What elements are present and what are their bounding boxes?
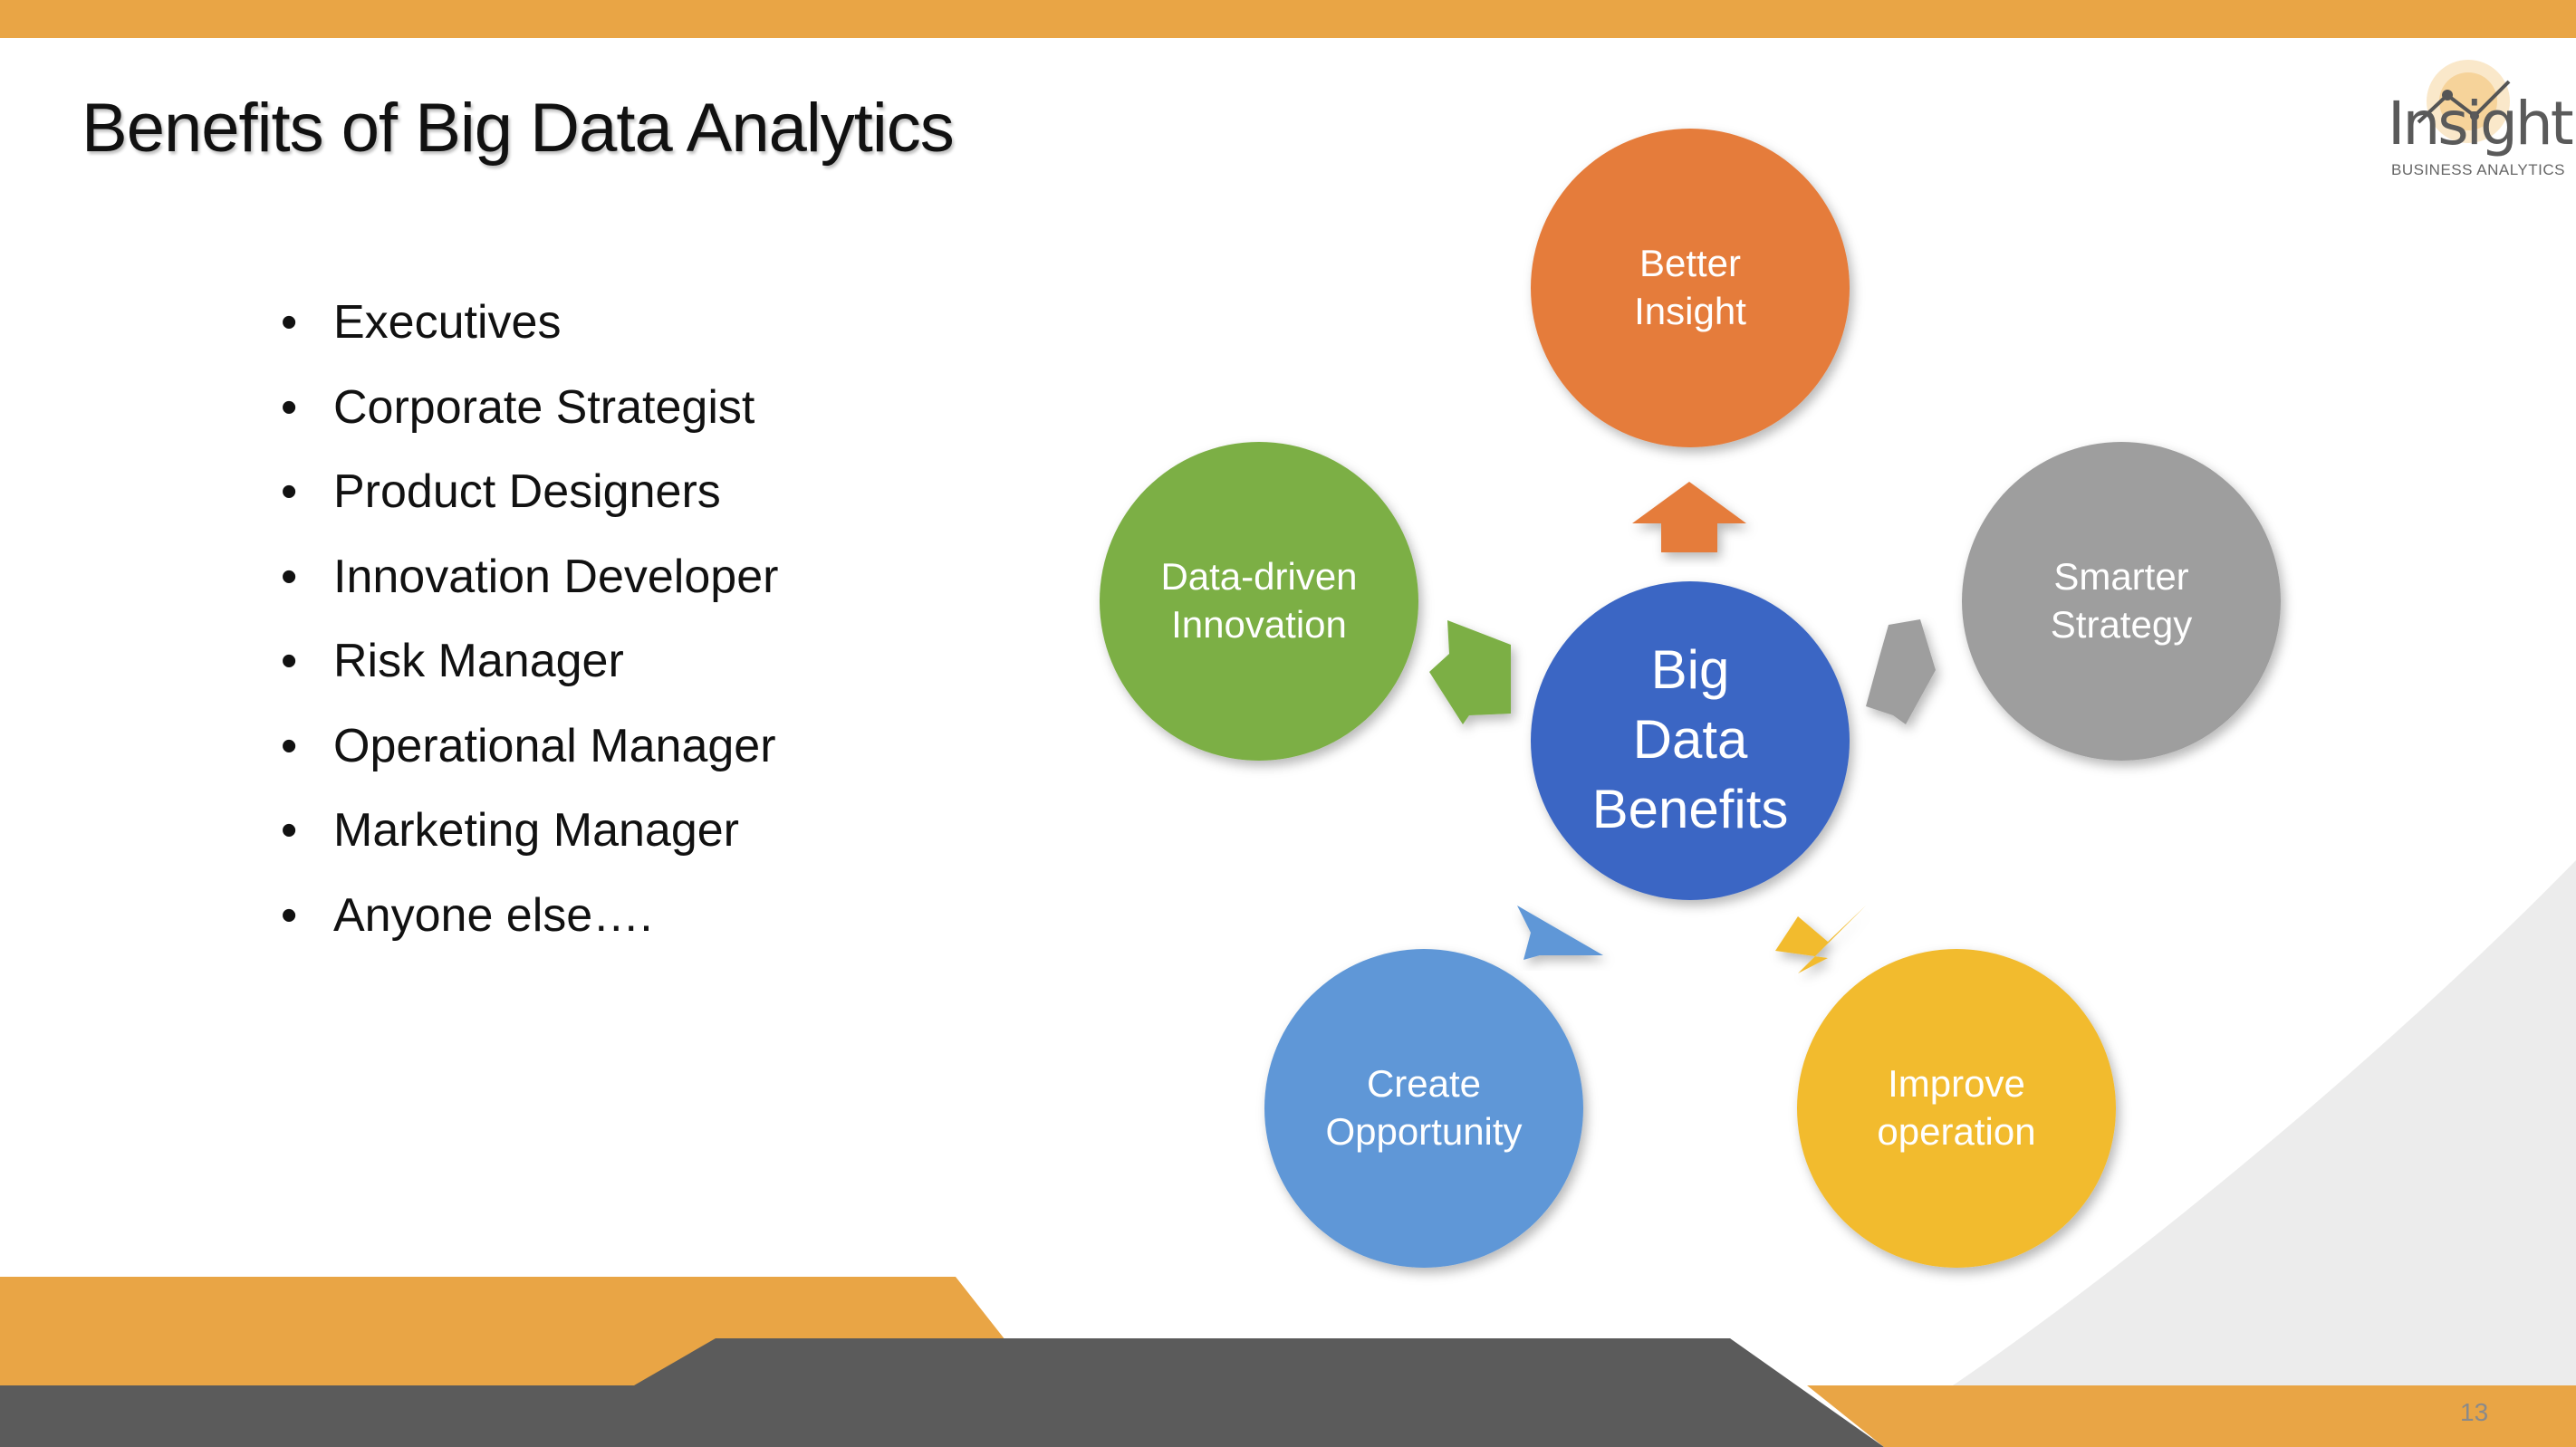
audience-list: Executives Corporate Strategist Product … xyxy=(281,294,778,972)
top-accent-bar xyxy=(0,0,2576,38)
insight-logo-icon xyxy=(2417,60,2511,143)
list-item: Product Designers xyxy=(281,464,778,549)
node-better-insight: Better Insight xyxy=(1531,129,1850,447)
node-label: operation xyxy=(1877,1110,2035,1153)
center-label: Big xyxy=(1651,639,1730,700)
list-item: Executives xyxy=(281,294,778,379)
footer-orange-right xyxy=(1807,1385,2576,1447)
node-label: Strategy xyxy=(2051,603,2192,646)
arrow-right-icon xyxy=(1866,619,1936,724)
list-item: Operational Manager xyxy=(281,718,778,803)
footer-gray-band xyxy=(0,1338,1884,1447)
center-label: Benefits xyxy=(1592,779,1789,839)
node-label: Data-driven xyxy=(1160,555,1357,598)
page-number: 13 xyxy=(2460,1398,2489,1426)
list-item: Anyone else…. xyxy=(281,887,778,973)
logo-tagline: BUSINESS ANALYTICS xyxy=(2391,161,2565,178)
arrow-down-right-icon xyxy=(1775,906,1866,973)
node-label: Innovation xyxy=(1171,603,1347,646)
node-center-big-data-benefits: Big Data Benefits xyxy=(1531,581,1850,900)
node-improve-operation: Improve operation xyxy=(1797,949,2116,1268)
node-data-driven-innovation: Data-driven Innovation xyxy=(1100,442,1418,761)
list-item: Corporate Strategist xyxy=(281,379,778,465)
node-label: Create xyxy=(1367,1062,1481,1105)
node-label: Improve xyxy=(1888,1062,2025,1105)
center-label: Data xyxy=(1633,709,1748,770)
list-item: Marketing Manager xyxy=(281,802,778,887)
node-label: Smarter xyxy=(2053,555,2188,598)
arrow-down-left-icon xyxy=(1517,906,1603,960)
node-label: Better xyxy=(1639,242,1741,284)
arrow-up-icon xyxy=(1632,482,1746,552)
list-item: Risk Manager xyxy=(281,633,778,718)
node-create-opportunity: Create Opportunity xyxy=(1264,949,1583,1268)
list-item: Innovation Developer xyxy=(281,549,778,634)
node-smarter-strategy: Smarter Strategy xyxy=(1962,442,2281,761)
slide-title: Benefits of Big Data Analytics xyxy=(82,90,955,167)
logo-word: Insight xyxy=(2388,89,2574,158)
gray-swoosh xyxy=(1857,860,2576,1447)
node-label: Insight xyxy=(1634,290,1746,332)
node-label: Opportunity xyxy=(1325,1110,1522,1153)
arrow-left-icon xyxy=(1429,620,1511,724)
